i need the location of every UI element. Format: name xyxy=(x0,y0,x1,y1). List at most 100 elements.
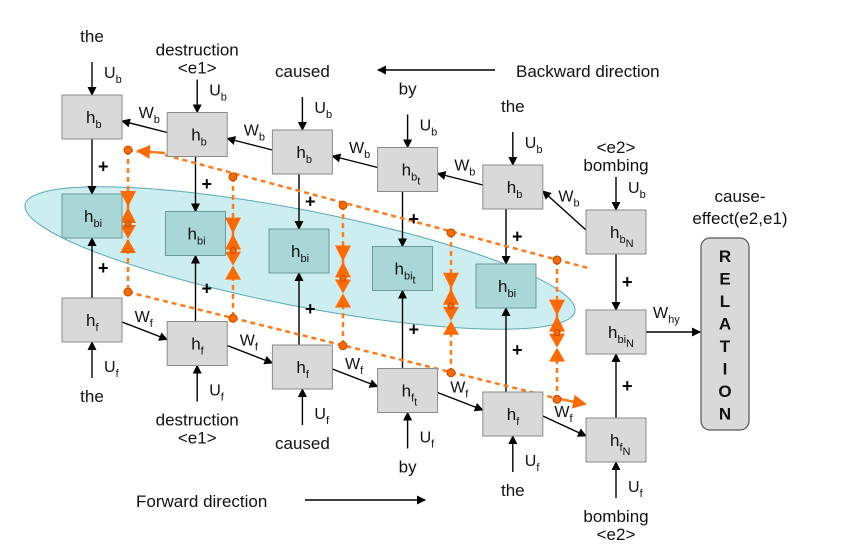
plus-sign: + xyxy=(98,157,109,177)
attention-gate-up xyxy=(225,265,241,280)
forward-state-box xyxy=(166,321,228,366)
plus-sign: + xyxy=(305,299,316,319)
backward-state-box xyxy=(271,129,333,175)
backward-recurrent-arrow xyxy=(436,171,483,186)
bottom-input-word-line2: <e2> xyxy=(597,525,636,544)
forward-state-label: hf xyxy=(191,335,204,358)
attention-connectors xyxy=(120,144,589,409)
bottom-input-word: by xyxy=(399,458,417,477)
attention-gate-down xyxy=(335,245,351,262)
w-f-label: Wf xyxy=(135,309,154,330)
attention-gate-node xyxy=(339,274,347,282)
backward-state-label: hb xyxy=(507,178,523,201)
plus-sign: + xyxy=(512,340,523,360)
plus-sign: + xyxy=(409,320,420,340)
attention-node xyxy=(338,200,348,210)
attention-node xyxy=(228,313,238,323)
u-b-label: Ub xyxy=(628,180,646,201)
attention-gate-down xyxy=(335,279,351,294)
top-input-word: the xyxy=(80,27,104,46)
attention-gate-down xyxy=(443,272,459,289)
backward-state-label: hb xyxy=(191,126,207,149)
relation-title-line1: cause- xyxy=(714,187,765,206)
relation-letter: L xyxy=(720,292,730,311)
forward-direction-label: Forward direction xyxy=(136,492,267,511)
top-input-word-line2: bombing xyxy=(583,156,648,175)
backward-recurrent-arrow xyxy=(121,118,168,134)
backward-state-label: hb xyxy=(86,108,102,131)
backward-direction-label: Backward direction xyxy=(516,62,660,81)
plus-sign: + xyxy=(202,279,213,299)
attention-gate-up xyxy=(120,207,136,223)
forward-state-box xyxy=(482,391,544,437)
plus-sign: + xyxy=(512,227,523,247)
backward-state-box xyxy=(61,94,123,140)
backward-recurrent-arrow xyxy=(331,153,378,169)
w-b-label: Wb xyxy=(139,105,160,126)
w-b-label: Wb xyxy=(244,122,265,143)
forward-recurrent-arrow xyxy=(226,344,274,365)
bi-state-label: hbi xyxy=(84,207,102,230)
attention-gate-down xyxy=(549,299,565,316)
attention-node xyxy=(446,228,456,238)
w-b-label: Wb xyxy=(454,157,475,178)
attention-gate-up xyxy=(549,347,565,362)
attention-node xyxy=(338,341,348,351)
w-b-label: Wb xyxy=(349,140,370,161)
arrows-layer xyxy=(87,62,701,498)
attention-gate-down xyxy=(225,251,241,266)
attention-node xyxy=(552,255,562,265)
relation-title-line2: effect(e2,e1) xyxy=(692,209,787,228)
relation-letter: R xyxy=(719,247,731,266)
attention-node xyxy=(228,172,238,182)
forward-state-label: hfN xyxy=(610,431,631,458)
u-b-label: Ub xyxy=(209,83,227,104)
forward-state-label: hf xyxy=(507,405,520,428)
forward-recurrent-arrow xyxy=(332,368,379,388)
w-b-label: Wb xyxy=(558,189,579,210)
forward-recurrent-arrow xyxy=(121,321,169,341)
u-f-label: Uf xyxy=(628,479,644,500)
plus-sign: + xyxy=(409,209,420,229)
attention-gate-up xyxy=(120,239,136,253)
bi-state-box xyxy=(372,246,433,291)
backward-state-box xyxy=(166,112,228,157)
attention-gate-down xyxy=(549,333,565,348)
forward-state-label: hf xyxy=(86,311,99,334)
bottom-input-word: destruction xyxy=(156,411,239,430)
attention-gate-up xyxy=(443,320,459,335)
bottom-input-word: caused xyxy=(275,434,330,453)
attention-gate-down xyxy=(120,225,136,239)
relation-letter: N xyxy=(719,405,731,424)
bottom-input-word: bombing xyxy=(583,507,648,526)
u-f-label: Uf xyxy=(420,430,436,451)
backward-state-label: hb xyxy=(296,143,312,166)
w-f-label: Wf xyxy=(240,332,259,353)
top-input-word-line2: <e1> xyxy=(178,59,217,78)
backward-state-box xyxy=(377,147,439,192)
u-b-label: Ub xyxy=(420,118,438,139)
forward-state-box xyxy=(585,417,647,463)
u-b-label: Ub xyxy=(104,65,122,86)
bi-state-box xyxy=(61,193,123,239)
u-f-label: Uf xyxy=(104,359,120,380)
relation-letter: E xyxy=(719,270,730,289)
backward-state-box xyxy=(585,209,647,255)
relation-letter: O xyxy=(718,382,731,401)
forward-recurrent-arrow xyxy=(437,391,484,412)
plus-sign: + xyxy=(98,258,109,278)
bottom-input-word: the xyxy=(80,387,104,406)
attention-gate-up xyxy=(443,288,459,305)
attention-gate-node xyxy=(553,329,561,337)
w-hy-label: Why xyxy=(653,305,680,326)
forward-state-box xyxy=(377,368,439,413)
attention-node xyxy=(123,287,133,297)
bi-state-label: hbit xyxy=(395,260,416,287)
attention-node xyxy=(123,145,133,155)
bi-state-label: hbi xyxy=(188,225,206,248)
bi-state-box xyxy=(585,309,647,355)
bi-state-box xyxy=(268,228,330,274)
